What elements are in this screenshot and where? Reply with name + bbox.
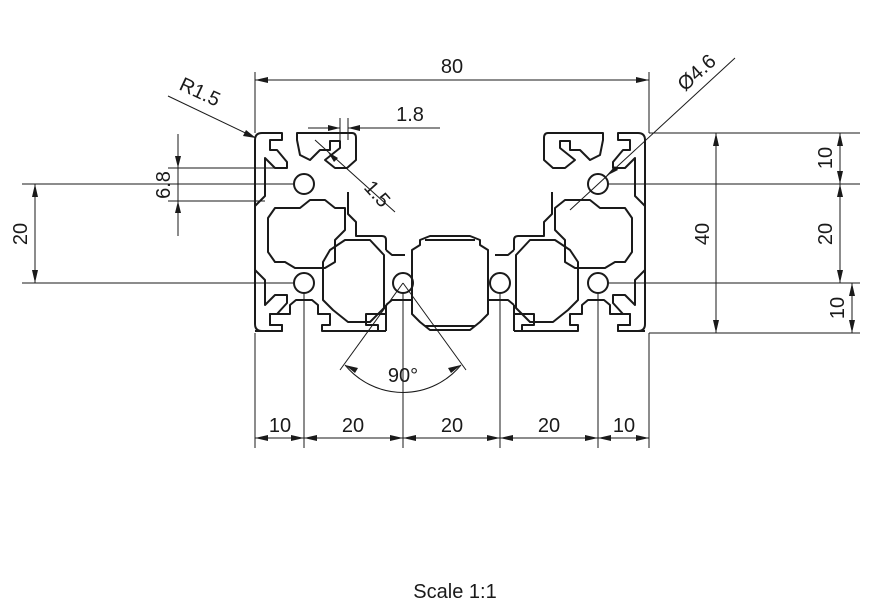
dim-radius-label: R1.5: [176, 74, 224, 112]
dim-bottom-2-label: 20: [342, 415, 364, 437]
hole-top-left: [293, 173, 315, 195]
dimension-overall-height: 40: [608, 132, 860, 334]
dim-6-8-label: 6.8: [153, 171, 175, 199]
dim-bottom-1-label: 10: [269, 415, 291, 437]
dimension-slot-opening: 1.8: [308, 104, 440, 140]
hole-bottom-1: [293, 272, 315, 294]
dim-80-label: 80: [441, 56, 463, 78]
dim-right-10-bottom-label: 10: [827, 297, 849, 319]
dimension-corner-radius: R1.5: [167, 74, 257, 139]
dim-bottom-3-label: 20: [441, 415, 463, 437]
dim-left-20-label: 20: [10, 223, 32, 245]
hole-bottom-3: [489, 272, 511, 294]
dimension-bottom-chain: 10 20 20 20 10: [254, 293, 650, 448]
dimension-hole-diameter: Ø4.6: [569, 50, 736, 211]
dim-bottom-4-label: 20: [538, 415, 560, 437]
dimension-slot-width: 6.8: [153, 134, 275, 236]
scale-label: Scale 1:1: [413, 581, 496, 603]
dim-bottom-5-label: 10: [613, 415, 635, 437]
dim-40-label: 40: [692, 223, 714, 245]
profile-outline: [254, 132, 646, 332]
dim-1-8-label: 1.8: [396, 104, 424, 126]
dim-right-10-top-label: 10: [815, 147, 837, 169]
hole-bottom-4: [587, 272, 609, 294]
dim-right-20-label: 20: [815, 223, 837, 245]
dimension-right-stack: 10 20 10: [815, 133, 855, 333]
dimension-pitch-left: 20: [10, 183, 294, 284]
dim-diameter-label: Ø4.6: [674, 50, 721, 95]
dimension-overall-width: 80: [254, 56, 650, 133]
